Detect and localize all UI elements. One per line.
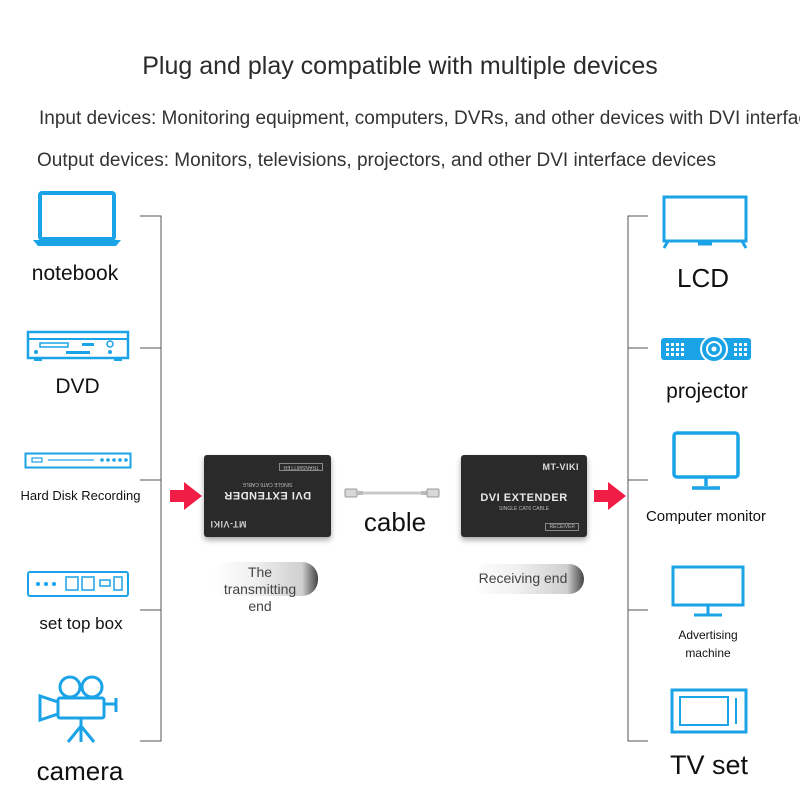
receiver-subtitle: SINGLE CAT6 CABLE [499,506,549,512]
input-label-camera: camera [36,756,124,786]
receiver-brand: MT-VIKI [542,462,579,472]
receiver-caption: Receiving end [472,564,584,594]
dvd-player-icon [26,330,130,362]
receiver-caption-text: Receiving end [478,570,568,586]
output-label-tv-set: TV set [669,750,749,780]
page-title: Plug and play compatible with multiple d… [142,52,658,80]
input-devices-description: Input devices: Monitoring equipment, com… [39,108,800,129]
output-devices-description: Output devices: Monitors, televisions, p… [37,150,717,171]
transmitter-caption-text: The transmitting end [223,564,297,614]
output-arrow-icon [594,482,626,515]
output-label-lcd: LCD [676,263,729,293]
input-label-notebook: notebook [31,262,119,285]
advertising-machine-icon [670,564,746,620]
right-bracket [627,215,648,742]
receiver-product-name: DVI EXTENDER [480,492,568,504]
computer-monitor-icon [670,430,742,494]
transmitter-tag: TRANSMITTER [279,463,323,471]
notebook-icon [32,190,122,248]
video-camera-icon [36,674,122,744]
transmitter-caption: The transmitting end [212,562,318,614]
input-label-dvd: DVD [55,375,100,398]
projector-icon [660,332,752,366]
transmitter-product-name: DVI EXTENDER [223,489,312,501]
output-label-projector: projector [666,380,748,403]
input-label-hard-disk-recording: Hard Disk Recording [20,488,141,503]
hard-disk-recorder-icon [24,452,132,470]
transmitter-subtitle: SINGLE CAT6 CABLE [242,481,293,487]
input-label-set-top-box: set top box [39,614,123,633]
transmitter-device: MT-VIKI DVI EXTENDER SINGLE CAT6 CABLE T… [204,455,331,537]
cable-label: cable [363,507,427,537]
set-top-box-icon [26,570,130,600]
input-arrow-icon [170,482,202,515]
receiver-tag: RECEIVER [545,523,579,531]
receiver-device: MT-VIKI DVI EXTENDER SINGLE CAT6 CABLE R… [461,455,587,537]
cat6-cable-icon [344,486,440,505]
output-label-advertising-machine: Advertising machine [678,628,738,660]
transmitter-brand: MT-VIKI [210,519,247,529]
tv-set-icon [670,688,748,734]
left-bracket [140,215,162,742]
output-label-computer-monitor: Computer monitor [645,508,767,525]
lcd-tv-icon [660,194,750,250]
